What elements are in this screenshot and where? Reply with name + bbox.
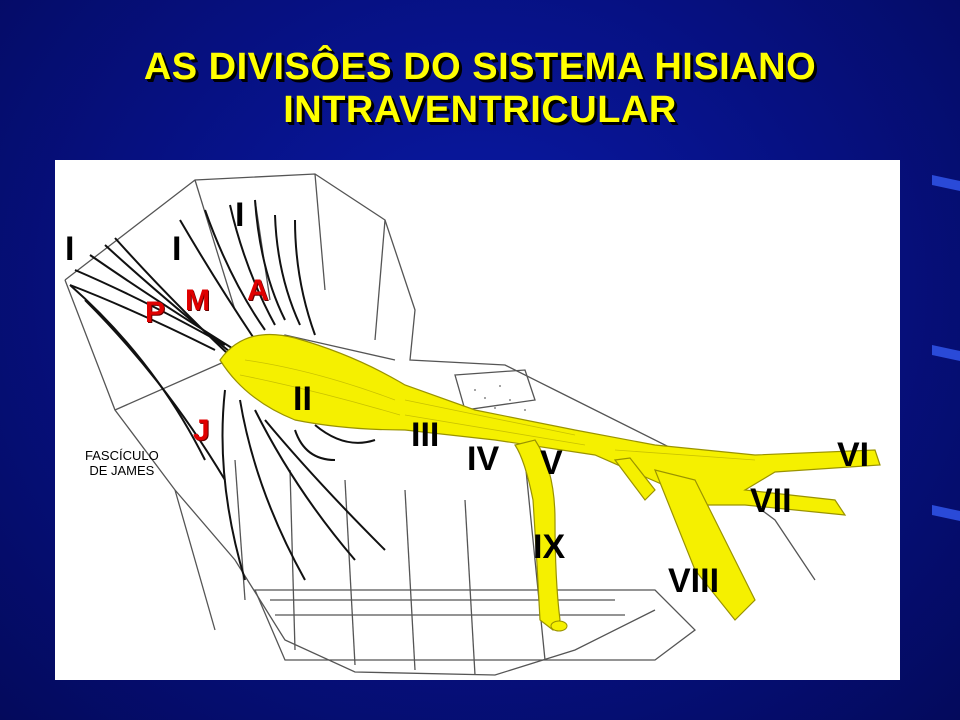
branch-tip [550,620,568,632]
label-roman-i-left: I [65,230,75,268]
label-roman-ix: IX [533,528,566,566]
purkinje-fibres [69,199,386,581]
label-roman-iv: IV [467,440,500,478]
label-letter-a: A [247,274,269,307]
label-roman-vii: VII [750,482,792,520]
edge-decoration [932,505,960,521]
edge-decoration [932,175,960,191]
label-letter-j: J [193,414,210,447]
label-letter-p: P [145,296,166,329]
conduction-system-illustration [64,173,881,676]
james-line-1: FASCÍCULO [85,448,159,463]
label-james-fascicle: FASCÍCULO DE JAMES [85,448,159,478]
label-roman-i-mid: I [172,230,182,268]
label-roman-viii: VIII [668,562,720,600]
edge-decoration [932,345,960,361]
slide-title: AS DIVISÔES DO SISTEMA HISIANO INTRAVENT… [0,46,960,132]
label-roman-ii: II [293,380,312,418]
james-line-2: DE JAMES [89,463,155,478]
label-roman-i-top: I [235,196,245,234]
title-line-1: AS DIVISÔES DO SISTEMA HISIANO [143,46,817,88]
label-roman-v: V [540,444,563,482]
diagram-panel: I I I P M A J II III IV V VI VII VIII IX… [55,160,900,680]
label-roman-vi: VI [837,436,870,474]
bundle-texture [239,359,756,461]
label-roman-iii: III [411,416,440,454]
title-line-2: INTRAVENTRICULAR [283,89,677,131]
label-letter-m: M [185,284,210,317]
